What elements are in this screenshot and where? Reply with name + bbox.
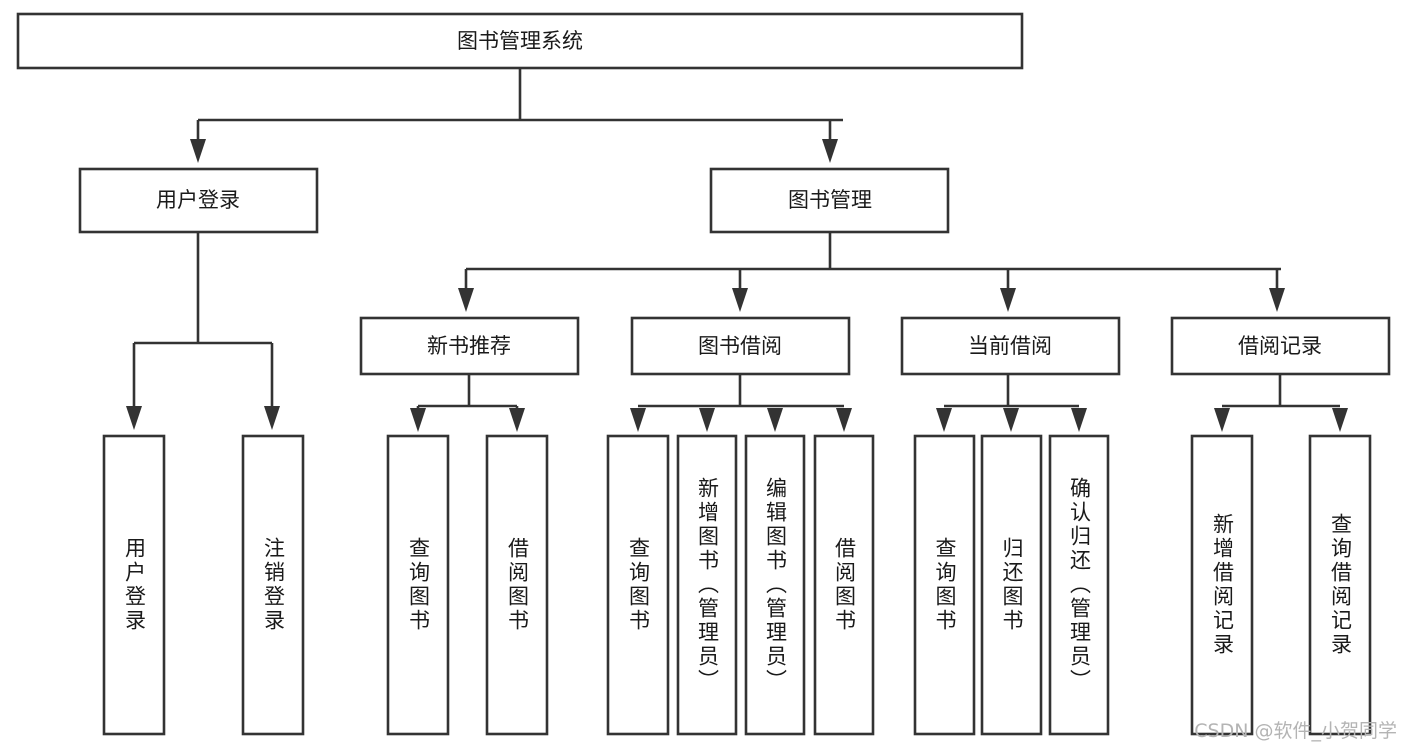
node-leaf-return-book-box[interactable] — [980, 434, 1043, 736]
arrow-bb-to-leaf-edit-book — [767, 408, 783, 432]
node-current-borrow[interactable]: 当前借阅 — [900, 316, 1121, 376]
arrow-nbr-to-leaf-borrow-book — [509, 408, 525, 432]
node-new-book-recommend-label: 新书推荐 — [427, 334, 511, 358]
node-leaf-query-book-2-box[interactable] — [606, 434, 670, 736]
edge-group-new-book-recommend — [410, 374, 525, 432]
arrow-bm-to-new-book-recommend — [458, 288, 474, 312]
node-root-label: 图书管理系统 — [457, 29, 583, 53]
arrow-bb-to-leaf-query-book — [630, 408, 646, 432]
node-current-borrow-label: 当前借阅 — [968, 334, 1052, 358]
node-book-borrow[interactable]: 图书借阅 — [630, 316, 851, 376]
node-leaf-query-borrow-record-box[interactable] — [1308, 434, 1372, 736]
node-book-borrow-box[interactable] — [630, 316, 851, 376]
arrow-cb-to-leaf-confirm-return — [1071, 408, 1087, 432]
node-leaf-confirm-return-box[interactable] — [1048, 434, 1110, 736]
leaf-boxes — [102, 434, 1372, 736]
node-leaf-query-book-3-box[interactable] — [913, 434, 976, 736]
arrow-br-to-leaf-add-record — [1214, 408, 1230, 432]
node-current-borrow-box[interactable] — [900, 316, 1121, 376]
node-book-management-label: 图书管理 — [788, 188, 872, 212]
node-leaf-edit-book-box[interactable] — [744, 434, 806, 736]
node-new-book-recommend-box[interactable] — [359, 316, 580, 376]
node-leaf-add-book-box[interactable] — [676, 434, 738, 736]
csdn-watermark: CSDN @软件_小贺同学 — [1194, 720, 1397, 742]
edge-group-root — [190, 68, 843, 163]
node-leaf-borrow-book-2-box[interactable] — [813, 434, 875, 736]
edge-group-user-login — [126, 232, 280, 430]
edge-group-current-borrow — [936, 374, 1087, 432]
arrow-bb-to-leaf-borrow-book — [836, 408, 852, 432]
node-borrow-record-label: 借阅记录 — [1238, 334, 1322, 358]
edge-group-book-borrow — [630, 374, 852, 432]
arrow-bm-to-current-borrow — [1000, 288, 1016, 312]
node-root[interactable]: 图书管理系统 — [16, 12, 1024, 70]
arrow-bm-to-book-borrow — [732, 288, 748, 312]
arrow-root-to-user-login — [190, 139, 206, 163]
node-borrow-record-box[interactable] — [1170, 316, 1391, 376]
node-book-management-box[interactable] — [709, 167, 950, 234]
edge-group-borrow-record — [1214, 374, 1348, 432]
node-leaf-user-login-box[interactable] — [102, 434, 166, 736]
edge-group-book-management — [458, 232, 1285, 312]
node-user-login-box[interactable] — [78, 167, 319, 234]
node-leaf-add-borrow-record-box[interactable] — [1190, 434, 1254, 736]
arrow-ul-to-leaf-logout — [264, 406, 280, 430]
arrow-nbr-to-leaf-query-book — [410, 408, 426, 432]
node-new-book-recommend[interactable]: 新书推荐 — [359, 316, 580, 376]
node-user-login[interactable]: 用户登录 — [78, 167, 319, 234]
node-borrow-record[interactable]: 借阅记录 — [1170, 316, 1391, 376]
node-user-login-label: 用户登录 — [156, 188, 240, 212]
arrow-bm-to-borrow-record — [1269, 288, 1285, 312]
node-book-management[interactable]: 图书管理 — [709, 167, 950, 234]
arrow-root-to-book-management — [822, 139, 838, 163]
node-root-box[interactable] — [16, 12, 1024, 70]
arrow-bb-to-leaf-add-book — [699, 408, 715, 432]
node-leaf-logout-box[interactable] — [241, 434, 305, 736]
arrow-br-to-leaf-query-record — [1332, 408, 1348, 432]
node-book-borrow-label: 图书借阅 — [698, 334, 782, 358]
node-leaf-query-book-1-box[interactable] — [386, 434, 450, 736]
arrow-cb-to-leaf-return-book — [1003, 408, 1019, 432]
arrow-ul-to-leaf-user-login — [126, 406, 142, 430]
node-leaf-borrow-book-1-box[interactable] — [485, 434, 549, 736]
arrow-cb-to-leaf-query-book — [936, 408, 952, 432]
